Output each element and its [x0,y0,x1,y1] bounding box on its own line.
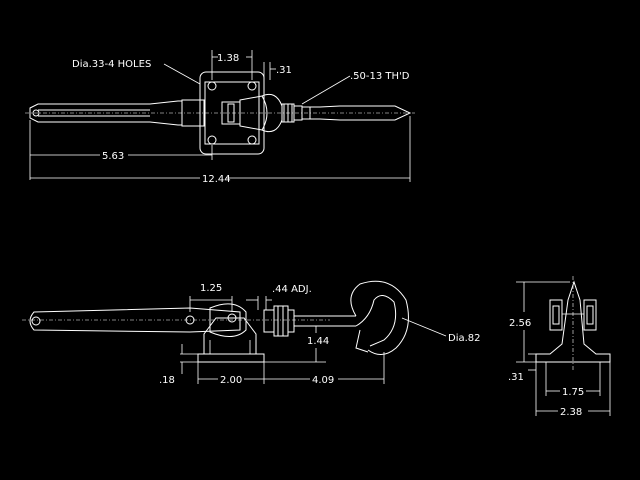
end-dim-width [535,362,611,416]
dim-hole-spacing [211,50,253,80]
threaded-rod-top [301,105,412,121]
end-dim-width-label: 2.38 [560,407,582,418]
dim-handle-to-pivot-label: 5.63 [102,151,124,162]
dim-base-length-label: 2.00 [220,375,242,386]
dim-height-label: 1.44 [307,336,329,347]
dim-overall-length [30,116,411,182]
holes-callout: Dia.33-4 HOLES [72,59,151,70]
dim-flange [263,62,276,80]
end-dim-height-label: 2.56 [509,318,531,329]
dim-handle-to-pivot [29,120,213,180]
dim-reach-label: 4.09 [312,375,334,386]
dim-base-thickness [180,344,198,374]
base-plate-top [199,71,265,155]
dim-pivot-label: 1.25 [200,283,222,294]
end-dim-base-label: .31 [508,372,524,383]
dim-adjust-label: .44 ADJ. [272,284,312,295]
base-side [197,317,265,363]
end-dim-height [516,281,570,363]
end-view: 2.56 .31 1.75 2.38 [508,276,611,418]
rod-side [263,305,356,337]
dim-base-thickness-label: .18 [159,375,175,386]
dim-hole-spacing-label: 1.38 [217,53,239,64]
dim-adjust [246,296,272,310]
dim-height [264,325,326,363]
hook-side [350,280,409,355]
dim-pivot [189,296,233,312]
dim-flange-label: .31 [276,65,292,76]
dim-base-length [197,362,265,384]
dim-reach [264,352,385,384]
top-view: 1.38 .31 Dia.33-4 HOLES .50-13 TH'D 5.63 [25,50,415,185]
side-view: 1.25 .44 ADJ. 1.44 Dia.82 .18 [22,280,481,386]
hook-callout: Dia.82 [448,333,481,344]
end-dim-base [528,353,536,371]
linkage-top [181,93,303,133]
thread-callout: .50-13 TH'D [350,71,410,82]
dim-overall-length-label: 12.44 [202,174,231,185]
end-dim-hole-spacing [545,362,601,396]
end-dim-hole-spacing-label: 1.75 [562,387,584,398]
end-body [535,276,611,372]
